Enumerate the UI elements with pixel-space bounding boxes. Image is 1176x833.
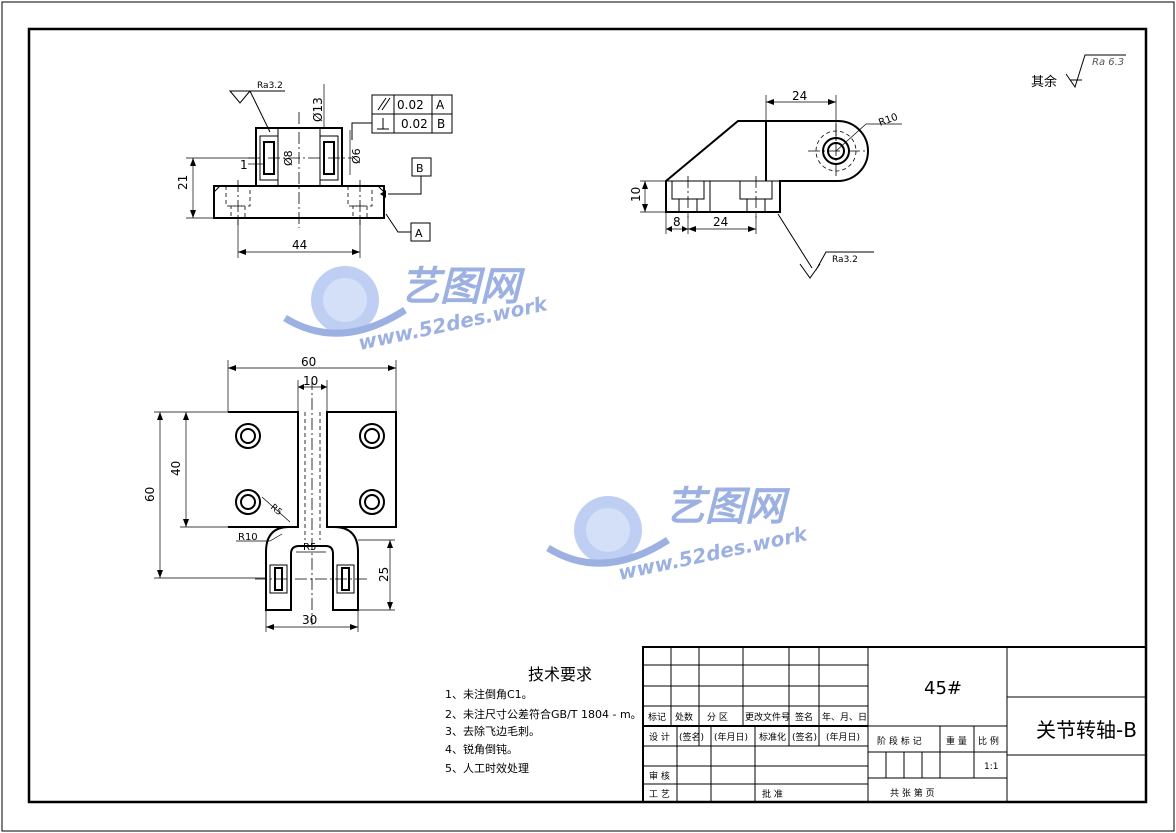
- technical-requirements: 技术要求 1、未注倒角C1。 2、未注尺寸公差符合GB/T 1804 - m。 …: [445, 665, 642, 775]
- dim-front-44: 44: [292, 238, 307, 252]
- dim-side-10: 10: [629, 187, 643, 202]
- tech-req-title: 技术要求: [528, 665, 592, 684]
- roughness-top-left: Ra3.2: [257, 81, 283, 91]
- tol-perp-value: 0.02: [401, 117, 428, 131]
- scale-value: 1:1: [984, 762, 998, 772]
- roughness-top-right: Ra3.2: [832, 255, 858, 265]
- tol-parallel-datum: A: [436, 98, 445, 112]
- tech-req-item-4: 4、锐角倒钝。: [445, 742, 518, 756]
- stage-label: 阶 段 标 记: [877, 735, 922, 747]
- design-date: (年月日): [714, 731, 748, 743]
- design-label: 设 计: [649, 731, 670, 743]
- approve-label: 批 准: [762, 788, 783, 800]
- top-view: 60 10 40 60 25 30 R5 R: [143, 355, 397, 632]
- design-sign: (签名): [679, 731, 704, 743]
- tech-req-item-2: 2、未注尺寸公差符合GB/T 1804 - m。: [445, 707, 642, 721]
- datum-a-label: A: [415, 227, 423, 240]
- material-text: 45#: [924, 678, 962, 699]
- dim-top-r10: R10: [238, 532, 258, 543]
- rev-header-sign: 签名: [795, 711, 813, 723]
- dim-side-24-top: 24: [792, 89, 807, 103]
- sheets-label: 共 张 第 页: [890, 787, 935, 799]
- drawing-border: [27, 27, 1148, 804]
- tol-perp-datum: B: [437, 117, 445, 131]
- general-roughness-label: 其余: [1031, 74, 1057, 90]
- side-view: R10 24 10 8 24 Ra3.2: [629, 89, 902, 279]
- dim-side-24-bottom: 24: [713, 215, 728, 229]
- general-roughness: 其余 Ra 6.3: [1031, 54, 1126, 90]
- rev-header-zone: 分 区: [707, 712, 728, 723]
- standardize-sign: (签名): [792, 731, 817, 743]
- weight-label: 重 量: [946, 735, 967, 747]
- dim-front-d8: Ø8: [282, 150, 295, 166]
- tech-req-item-3: 3、去除飞边毛刺。: [445, 724, 540, 738]
- dim-front-d6: Ø6: [350, 148, 363, 164]
- dim-top-10: 10: [303, 374, 318, 388]
- standardize-label: 标准化: [759, 731, 786, 743]
- rev-header-docno: 更改文件号: [745, 711, 790, 723]
- front-view: 21 1 44 Ø13 Ø8 Ø6 Ra3.2 0.02 A 0.02 B: [176, 81, 453, 258]
- datum-b-label: B: [416, 162, 424, 175]
- tech-req-item-5: 5、人工时效处理: [445, 761, 529, 775]
- part-name-text: 关节转轴-B: [1036, 718, 1137, 742]
- dim-side-8: 8: [673, 215, 681, 229]
- dim-top-40: 40: [169, 461, 183, 476]
- tol-parallel-value: 0.02: [397, 98, 424, 112]
- dim-front-1: 1: [240, 158, 248, 172]
- dim-side-r10: R10: [877, 112, 899, 129]
- tech-req-item-1: 1、未注倒角C1。: [445, 687, 533, 701]
- watermark-2: 艺图网 www.52des.work: [546, 484, 811, 585]
- general-roughness-value: Ra 6.3: [1092, 57, 1124, 68]
- title-block: 45# 关节转轴-B 标记 处数 分 区 更改文件号 签名 年、月、日 设 计 …: [642, 646, 1147, 803]
- dim-top-60-width: 60: [301, 355, 316, 369]
- process-label: 工 艺: [649, 789, 670, 800]
- watermark-1: 艺图网 www.52des.work: [283, 264, 551, 355]
- dim-front-d13: Ø13: [311, 97, 325, 122]
- dim-top-30: 30: [302, 613, 317, 627]
- watermark-brand: 艺图网: [400, 264, 526, 310]
- dim-top-r5-b: R5: [303, 542, 316, 553]
- rev-header-mark: 标记: [648, 711, 666, 723]
- rev-header-count: 处数: [675, 711, 693, 723]
- rev-header-date: 年、月、日: [822, 711, 867, 723]
- review-label: 审 核: [649, 770, 670, 782]
- dim-top-60-height: 60: [143, 487, 157, 502]
- dim-top-25: 25: [377, 567, 391, 582]
- watermark-brand: 艺图网: [665, 484, 791, 530]
- dim-front-21: 21: [176, 175, 190, 190]
- standardize-date: (年月日): [826, 731, 860, 743]
- scale-label: 比 例: [978, 735, 999, 747]
